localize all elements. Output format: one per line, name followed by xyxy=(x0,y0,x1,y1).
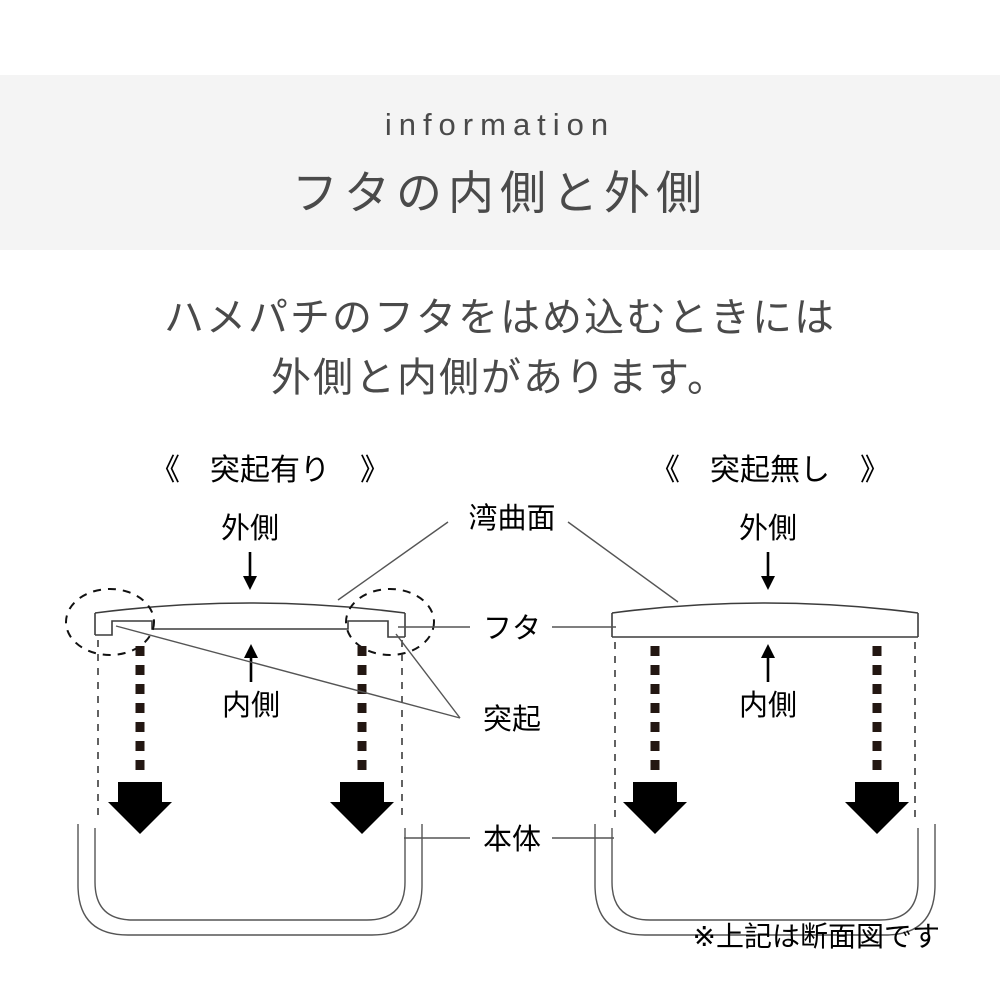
tab-leader xyxy=(115,625,461,719)
left-insert-arrow-1 xyxy=(108,646,172,834)
right-tab-highlight-ellipse xyxy=(345,588,435,656)
lead-line-2: 外側と内側があります。 xyxy=(271,356,729,400)
left-tab-highlight-ellipse xyxy=(65,588,155,656)
lead-line-1: ハメパチのフタをはめ込むときには xyxy=(164,296,836,340)
right-insert-arrow-2 xyxy=(845,646,909,834)
left-inside-label: 内側 xyxy=(222,689,280,722)
left-outside-label: 外側 xyxy=(221,512,279,545)
left-outside-arrow-icon xyxy=(243,552,257,590)
left-insert-arrow-2 xyxy=(330,646,394,834)
cross-section-diagram: 《 突起有り 》 《 突起無し 》 外側 外側 xyxy=(65,454,940,952)
right-outside-arrow-icon xyxy=(761,552,775,590)
footnote: ※上記は断面図です xyxy=(693,921,940,952)
right-unit: 内側 xyxy=(594,602,936,936)
left-diagram-caption: 《 突起有り 》 xyxy=(150,454,390,487)
lead-paragraph: ハメパチのフタをはめ込むときには 外側と内側があります。 xyxy=(0,288,1000,408)
curved-surface-label: 湾曲面 xyxy=(468,502,555,535)
right-inside-label: 内側 xyxy=(739,689,797,722)
left-unit: 内側 xyxy=(65,588,435,936)
right-inside-arrow-icon xyxy=(761,644,775,682)
right-diagram-caption: 《 突起無し 》 xyxy=(650,454,890,487)
tab-label: 突起 xyxy=(483,703,541,736)
header-band xyxy=(0,75,1000,250)
left-inside-arrow-icon xyxy=(244,644,258,682)
header-eyebrow: information xyxy=(384,107,616,142)
body-label: 本体 xyxy=(483,823,541,856)
right-outside-label: 外側 xyxy=(739,512,797,545)
page-title: フタの内側と外側 xyxy=(292,167,708,219)
lid-label: フタ xyxy=(483,613,541,645)
curved-surface-leader xyxy=(337,521,679,603)
right-insert-arrow-1 xyxy=(623,646,687,834)
